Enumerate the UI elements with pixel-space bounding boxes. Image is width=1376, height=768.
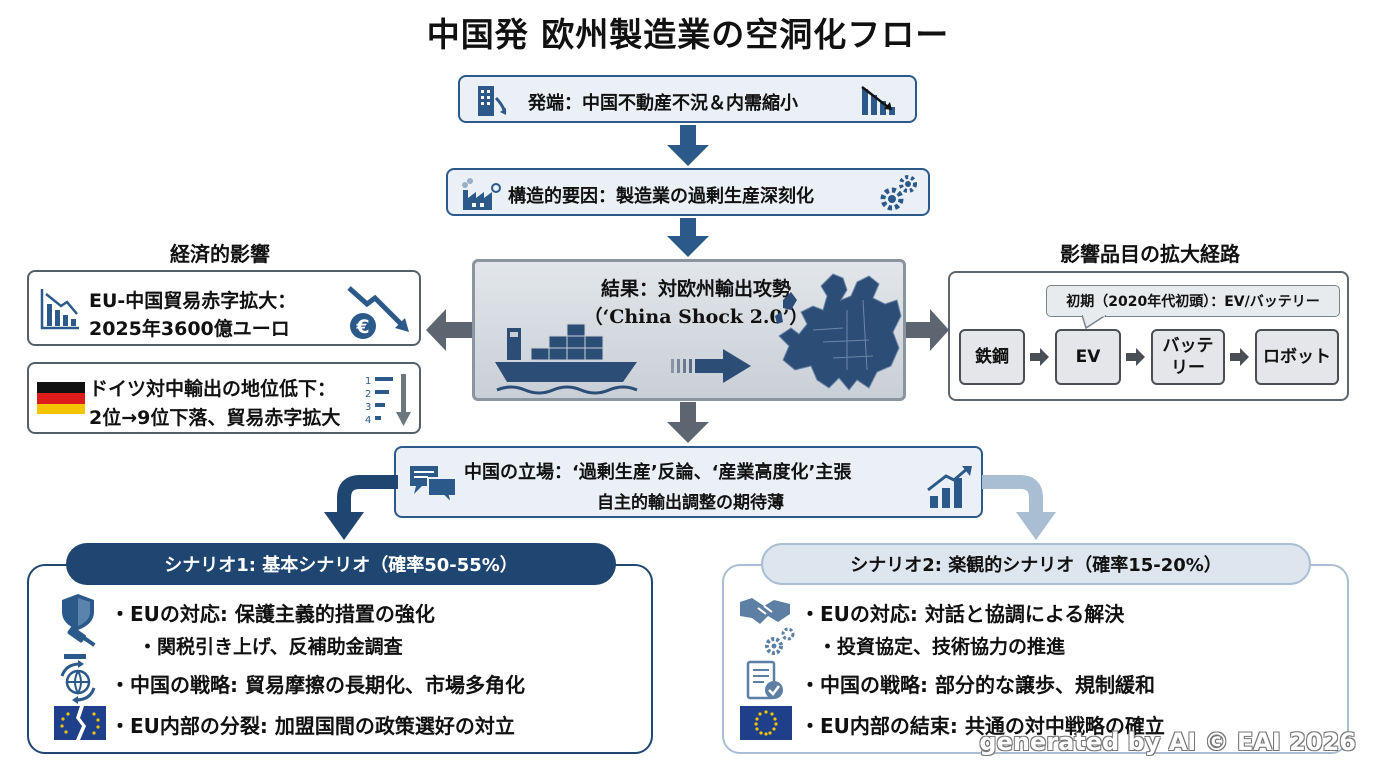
- product-step-battery: バッテ リー: [1151, 329, 1225, 385]
- germany-line1: ドイツ対中輸出の地位低下：: [89, 378, 337, 400]
- arrow-result-to-china-position: [667, 402, 709, 443]
- gavel-icon: [62, 626, 102, 660]
- speech-bubbles-icon: [408, 462, 458, 506]
- structural-label: 構造的要因：製造業の過剰生産深刻化: [508, 186, 814, 207]
- scenario2-eu-response: ・EUの対応: 対話と協調による解決: [800, 602, 1125, 626]
- result-line2: （‘China Shock 2.0’）: [583, 306, 809, 328]
- cargo-ship-icon: [491, 318, 641, 398]
- product-step-robot: ロボット: [1255, 329, 1339, 385]
- rank-down-icon: 1 2 3 4: [363, 370, 415, 428]
- china-position-line2: 自主的輸出調整の期待薄: [597, 493, 784, 513]
- trade-deficit-box: EU-中国貿易赤字拡大： 2025年3600億ユーロ €: [27, 270, 421, 346]
- germany-box: ドイツ対中輸出の地位低下： 2位→9位下落、貿易赤字拡大 1 2 3 4: [27, 362, 421, 434]
- arrow-result-to-products: [906, 309, 949, 351]
- structural-box: 構造的要因：製造業の過剰生産深刻化: [446, 168, 930, 216]
- rank-tick-2: 2: [365, 389, 371, 400]
- arrow-origin-to-structural: [667, 125, 709, 166]
- tech-gears-icon: [760, 624, 800, 660]
- arrow-structural-to-result: [667, 218, 709, 257]
- scenario2-title: シナリオ2: 楽観的シナリオ（確率15-20%）: [761, 543, 1311, 585]
- scenario2-china-strategy: ・中国の戦略: 部分的な譲歩、規制緩和: [800, 673, 1155, 697]
- step-arrow-3: [1230, 348, 1249, 366]
- rank-tick-4: 4: [365, 415, 371, 426]
- handshake-icon: [738, 594, 792, 628]
- scenario1-eu-response-detail: ・関税引き上げ、反補助金調査: [138, 636, 403, 658]
- china-position-line1: 中国の立場：‘過剰生産’反論、‘産業高度化’主張: [464, 462, 852, 483]
- battery-label: バッテ リー: [1162, 336, 1214, 378]
- scenario1-china-strategy: ・中国の戦略: 貿易摩擦の長期化、市場多角化: [110, 673, 525, 697]
- scenario2-eu-internal: ・EU内部の結束: 共通の対中戦略の確立: [800, 714, 1165, 738]
- origin-label: 発端：中国不動産不況＆内需縮小: [528, 93, 798, 114]
- page-title: 中国発 欧州製造業の空洞化フロー: [426, 15, 950, 54]
- branch-arrow-scenario2: [982, 475, 1056, 540]
- step-arrow-2: [1126, 348, 1145, 366]
- callout-pointer: [1082, 315, 1106, 329]
- export-arrow-icon: [667, 346, 753, 386]
- scenario1-eu-internal: ・EU内部の分裂: 加盟国間の政策選好の対立: [110, 714, 515, 738]
- germany-line2: 2位→9位下落、貿易赤字拡大: [89, 407, 341, 429]
- rank-tick-1: 1: [365, 376, 371, 387]
- scenario1-title: シナリオ1: 基本シナリオ（確率50-55%）: [66, 543, 616, 585]
- rank-tick-3: 3: [365, 402, 371, 413]
- eu-flag-broken-icon: [54, 706, 106, 740]
- bars-up-icon: [926, 464, 974, 510]
- china-position-box: 中国の立場：‘過剰生産’反論、‘産業高度化’主張 自主的輸出調整の期待薄: [394, 446, 983, 518]
- scenario1-eu-response: ・EUの対応: 保護主義的措置の強化: [110, 602, 435, 626]
- svg-text:€: €: [355, 316, 369, 338]
- building-down-icon: [474, 82, 510, 118]
- trade-deficit-line2: 2025年3600億ユーロ: [89, 318, 290, 340]
- branch-arrow-scenario1: [324, 475, 398, 540]
- trade-deficit-line1: EU-中国貿易赤字拡大：: [89, 290, 297, 312]
- europe-map-icon: [773, 270, 903, 398]
- germany-flag-icon: [37, 382, 85, 414]
- watermark: generated by AI © EAI 2026: [979, 728, 1356, 756]
- origin-box: 発端：中国不動産不況＆内需縮小: [458, 75, 917, 123]
- result-box: 結果：対欧州輸出攻勢 （‘China Shock 2.0’）: [472, 259, 906, 401]
- eu-flag-icon: [740, 706, 792, 740]
- euro-arrow-icon: €: [345, 282, 417, 344]
- product-path-heading: 影響品目の拡大経路: [1060, 242, 1240, 266]
- factory-icon: [460, 176, 502, 212]
- economic-impact-heading: 経済的影響: [170, 242, 270, 266]
- step-arrow-1: [1030, 348, 1049, 366]
- globe-cycle-icon: [56, 660, 100, 704]
- shield-icon: [58, 592, 98, 632]
- arrow-result-to-economic: [426, 309, 472, 351]
- product-path-callout: 初期（2020年代初頭）：EV/バッテリー: [1046, 285, 1340, 317]
- product-step-steel: 鉄鋼: [959, 329, 1025, 385]
- chart-down-icon: [39, 286, 81, 332]
- result-line1: 結果：対欧州輸出攻勢: [600, 278, 791, 300]
- document-check-icon: [742, 660, 788, 702]
- bar-down-icon: [858, 83, 898, 117]
- scenario2-eu-response-detail: ・投資協定、技術協力の推進: [818, 636, 1066, 658]
- gears-icon: [876, 173, 920, 213]
- product-step-ev: EV: [1055, 329, 1121, 385]
